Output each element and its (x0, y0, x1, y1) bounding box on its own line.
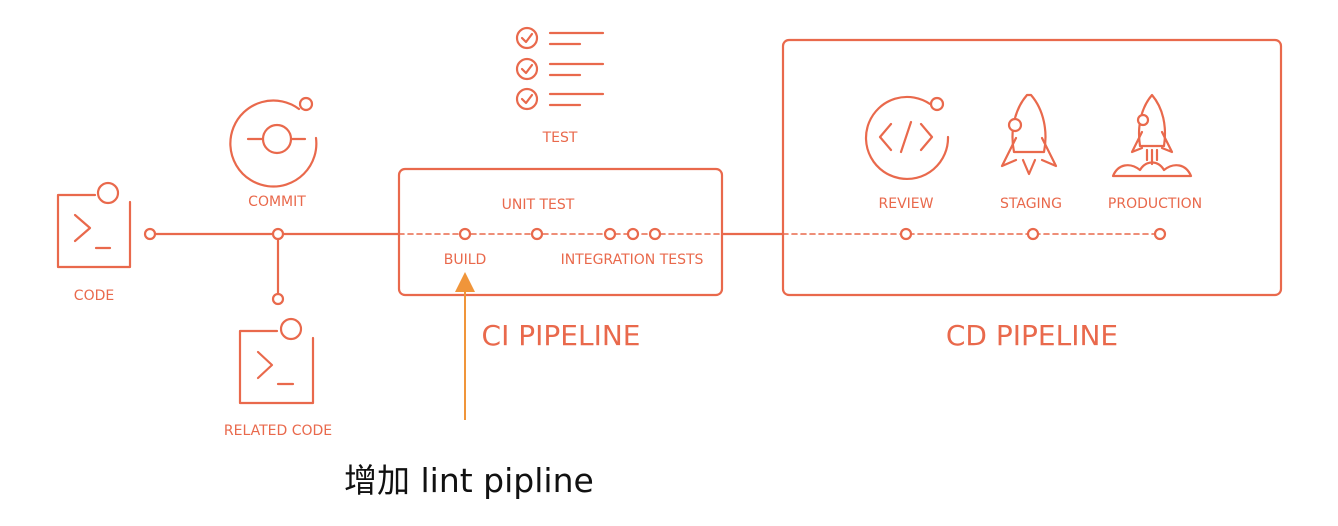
test-label: TEST (542, 130, 578, 146)
commit-node (271, 227, 285, 306)
unit-test-label: UNIT TEST (501, 197, 575, 213)
cd-pipeline-title: CD PIPELINE (945, 319, 1119, 352)
ci-dashed-line (398, 227, 723, 241)
ci-pipeline-title: CI PIPELINE (481, 319, 641, 352)
related-code-label: RELATED CODE (223, 423, 333, 439)
code-review-icon (864, 95, 950, 181)
ci-pipeline-box (397, 167, 724, 297)
checklist-icon (515, 26, 605, 111)
terminal-icon (56, 181, 132, 269)
commit-label: COMMIT (248, 194, 306, 210)
code-label: CODE (73, 288, 115, 304)
terminal-icon (238, 317, 315, 405)
review-label: REVIEW (878, 196, 934, 212)
cd-pipeline-box (781, 38, 1283, 297)
annotation-text: 增加 lint pipline (344, 461, 594, 500)
build-label: BUILD (443, 252, 487, 268)
commit-icon (229, 96, 318, 188)
rocket-icon (1000, 93, 1058, 176)
rocket-launch-icon (1111, 93, 1193, 178)
staging-label: STAGING (1000, 196, 1062, 212)
integration-tests-label: INTEGRATION TESTS (560, 252, 704, 268)
cd-dashed-line (782, 227, 1167, 241)
production-label: PRODUCTION (1107, 196, 1203, 212)
